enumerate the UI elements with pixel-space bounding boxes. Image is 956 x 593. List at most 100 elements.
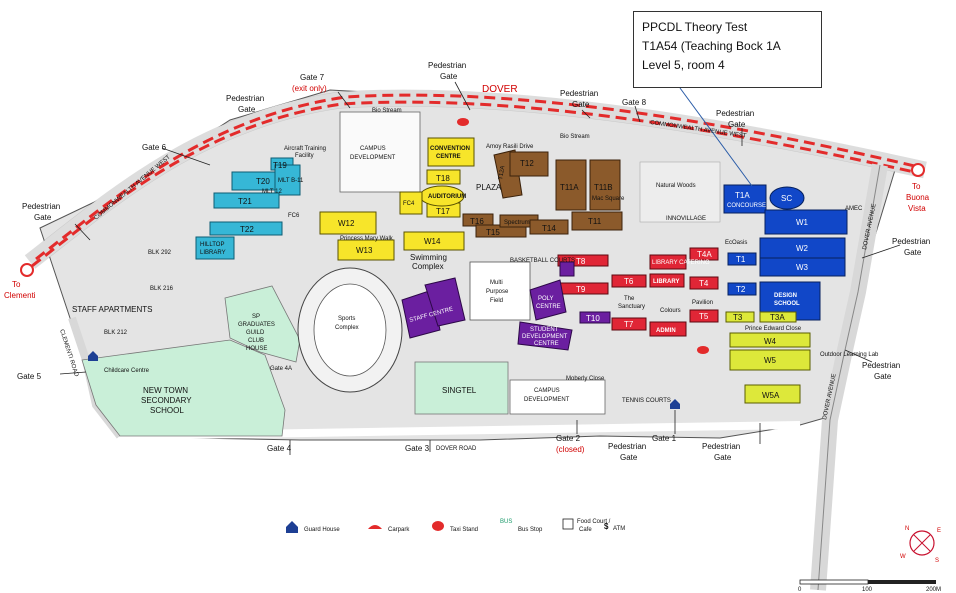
building-library-catering[interactable] [649,254,687,270]
fc6-label: FC6 [288,213,300,219]
t22-label: T22 [240,225,254,234]
taxi-stand-icon [432,521,444,531]
compass: N E S W [900,526,941,564]
w3-label: W3 [796,263,809,272]
staff-apartments-label: STAFF APARTMENTS [72,305,152,314]
sports-complex-l2: Complex [335,325,359,331]
building-t22[interactable] [209,221,283,236]
outdoor-lab-label: Outdoor Learning Lab [820,352,879,358]
w2-label: W2 [796,244,809,253]
amoy-label: Amoy Rasili Drive [486,144,534,150]
to-buona-l1: To [912,182,921,191]
brown-block [462,149,623,238]
building-purple-small[interactable] [559,261,575,277]
t10-label: T10 [586,314,600,323]
new-town-l1: NEW TOWN [143,386,188,395]
building-w1[interactable] [764,209,848,235]
building-w5[interactable] [729,349,811,371]
building-t11[interactable] [571,211,623,231]
legend-taxi: Taxi Stand [450,527,478,533]
building-t10[interactable] [579,311,611,324]
building-t14[interactable] [529,219,569,235]
mlt-b11-label: MLT B-11 [278,178,304,184]
princess-mary-label: Princess Mary Walk [340,236,394,242]
building-s[interactable] [424,277,466,327]
legend-atm: ATM [613,526,625,532]
spectrum-label: Spectrum [504,220,530,226]
new-town-l2: SECONDARY [141,396,192,405]
building-library[interactable] [649,273,685,288]
legend-bus-tag: BUS [500,519,512,525]
building-w4[interactable] [729,332,811,348]
building-mlt-b11[interactable] [274,164,301,196]
building-hilltop-library[interactable] [195,236,235,260]
legend-food-1: Food Court / [577,519,611,525]
compass-s: S [935,558,939,564]
t2-label: T2 [736,285,746,294]
building-t1a[interactable] [723,184,767,214]
auditorium-label: AUDITORIUM [428,194,466,200]
legend-carpark: Carpark [388,527,410,533]
building-t6[interactable] [611,274,647,288]
pedestrian-gate-3-l2: Gate [572,100,590,109]
gate-8-label: Gate 8 [622,98,647,107]
building-t18[interactable] [426,169,461,185]
innovillage-label: INNOVILLAGE [666,216,706,222]
sp-guild-l4: CLUB [248,338,264,344]
building-w13[interactable] [337,239,395,261]
building-t4a[interactable] [689,247,719,261]
w13-label: W13 [356,246,373,255]
building-t4[interactable] [689,276,719,290]
atm-icon: $ [604,522,609,531]
t11-label: T11 [588,217,602,226]
pedestrian-gate-4-l1: Pedestrian [716,109,754,118]
carpark-icon [368,525,382,529]
building-student-development-centre[interactable] [517,321,573,351]
building-t7[interactable] [611,317,647,331]
callout-line-2: T1A54 (Teaching Bock 1A [642,39,781,53]
pedestrian-gate-7-l1: Pedestrian [862,361,900,370]
building-t5[interactable] [689,309,719,323]
building-w5a[interactable] [744,384,801,404]
convention-l2: CENTRE [436,154,461,160]
fc4-label: FC4 [403,201,415,207]
building-admin[interactable] [649,321,687,337]
building-sc[interactable] [769,186,805,210]
building-t12[interactable] [509,151,549,177]
blk216-label: BLK 216 [150,286,174,292]
hilltop-l1: HILLTOP [200,242,224,248]
building-w3[interactable] [759,257,846,277]
building-poly-centre[interactable] [529,279,567,321]
campus-dev-south-l2: DEVELOPMENT [524,397,570,403]
to-buona-l2: Buona [906,193,930,202]
campus-development-south [509,379,606,415]
sp-guild-l3: GUILD [246,330,265,336]
scale-0: 0 [798,587,802,593]
building-t11b[interactable] [589,159,621,211]
yellow-block [319,137,475,261]
sp-guild-l5: HOUSE [246,346,267,352]
to-buona-l3: Vista [908,204,926,213]
building-t21[interactable] [213,192,280,209]
building-t1[interactable] [727,252,757,266]
t19-label: T19 [273,161,287,170]
building-t3[interactable] [725,311,755,323]
building-t2[interactable] [727,282,757,296]
building-w12[interactable] [319,211,377,235]
building-fc4[interactable] [399,191,423,215]
hilltop-l2: LIBRARY [200,250,226,256]
purple-block [401,261,611,351]
building-t3a[interactable] [759,311,797,323]
building-convention-centre[interactable] [427,137,475,167]
building-t8[interactable] [557,254,609,267]
building-t11a[interactable] [555,159,587,211]
design-school-l2: SCHOOL [774,301,800,307]
building-w14[interactable] [403,231,465,251]
dover-label: DOVER [482,84,518,95]
dover-road-label: DOVER ROAD [436,446,477,452]
guard-house-icon [88,351,98,361]
w5-label: W5 [764,356,777,365]
gate-2-label: Gate 2 [556,434,581,443]
compass-n: N [905,526,909,532]
t14-label: T14 [542,224,556,233]
